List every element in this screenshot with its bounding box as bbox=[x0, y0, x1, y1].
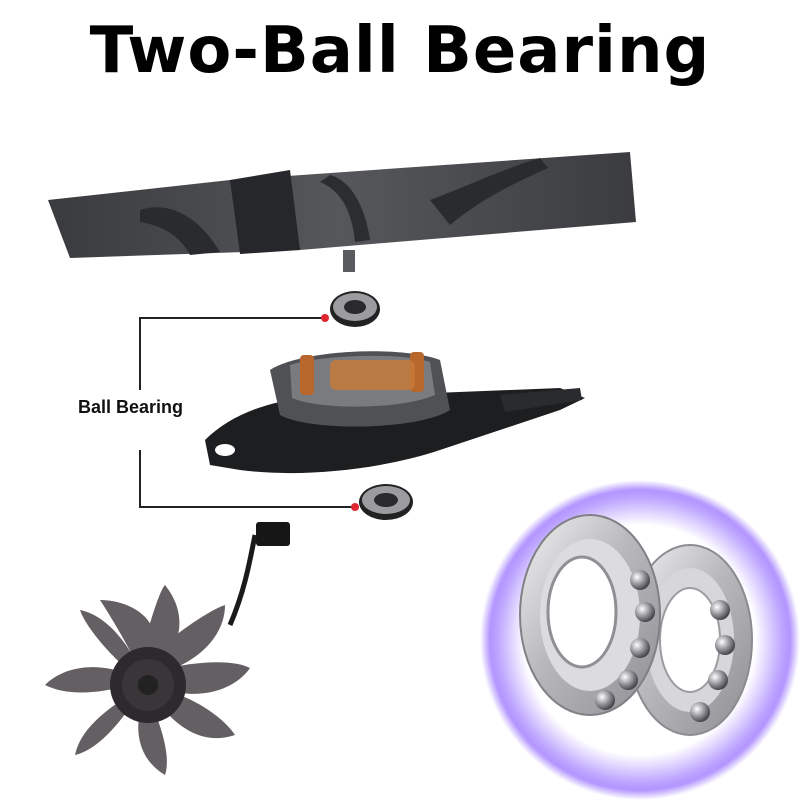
callout-dot-upper bbox=[321, 314, 329, 322]
page-title: Two-Ball Bearing bbox=[89, 14, 711, 88]
callout-dot-lower bbox=[351, 503, 359, 511]
upper-ball-bearing bbox=[330, 291, 380, 327]
fan-front-view bbox=[45, 522, 290, 775]
ball-bearing-callout-label: Ball Bearing bbox=[78, 397, 184, 417]
double-bearing-glow-inset bbox=[480, 480, 800, 800]
lower-ball-bearing bbox=[359, 484, 413, 520]
motor-stator-assembly bbox=[205, 351, 585, 474]
fan-rotor-side-view bbox=[48, 152, 636, 272]
callout-bracket bbox=[139, 317, 355, 508]
